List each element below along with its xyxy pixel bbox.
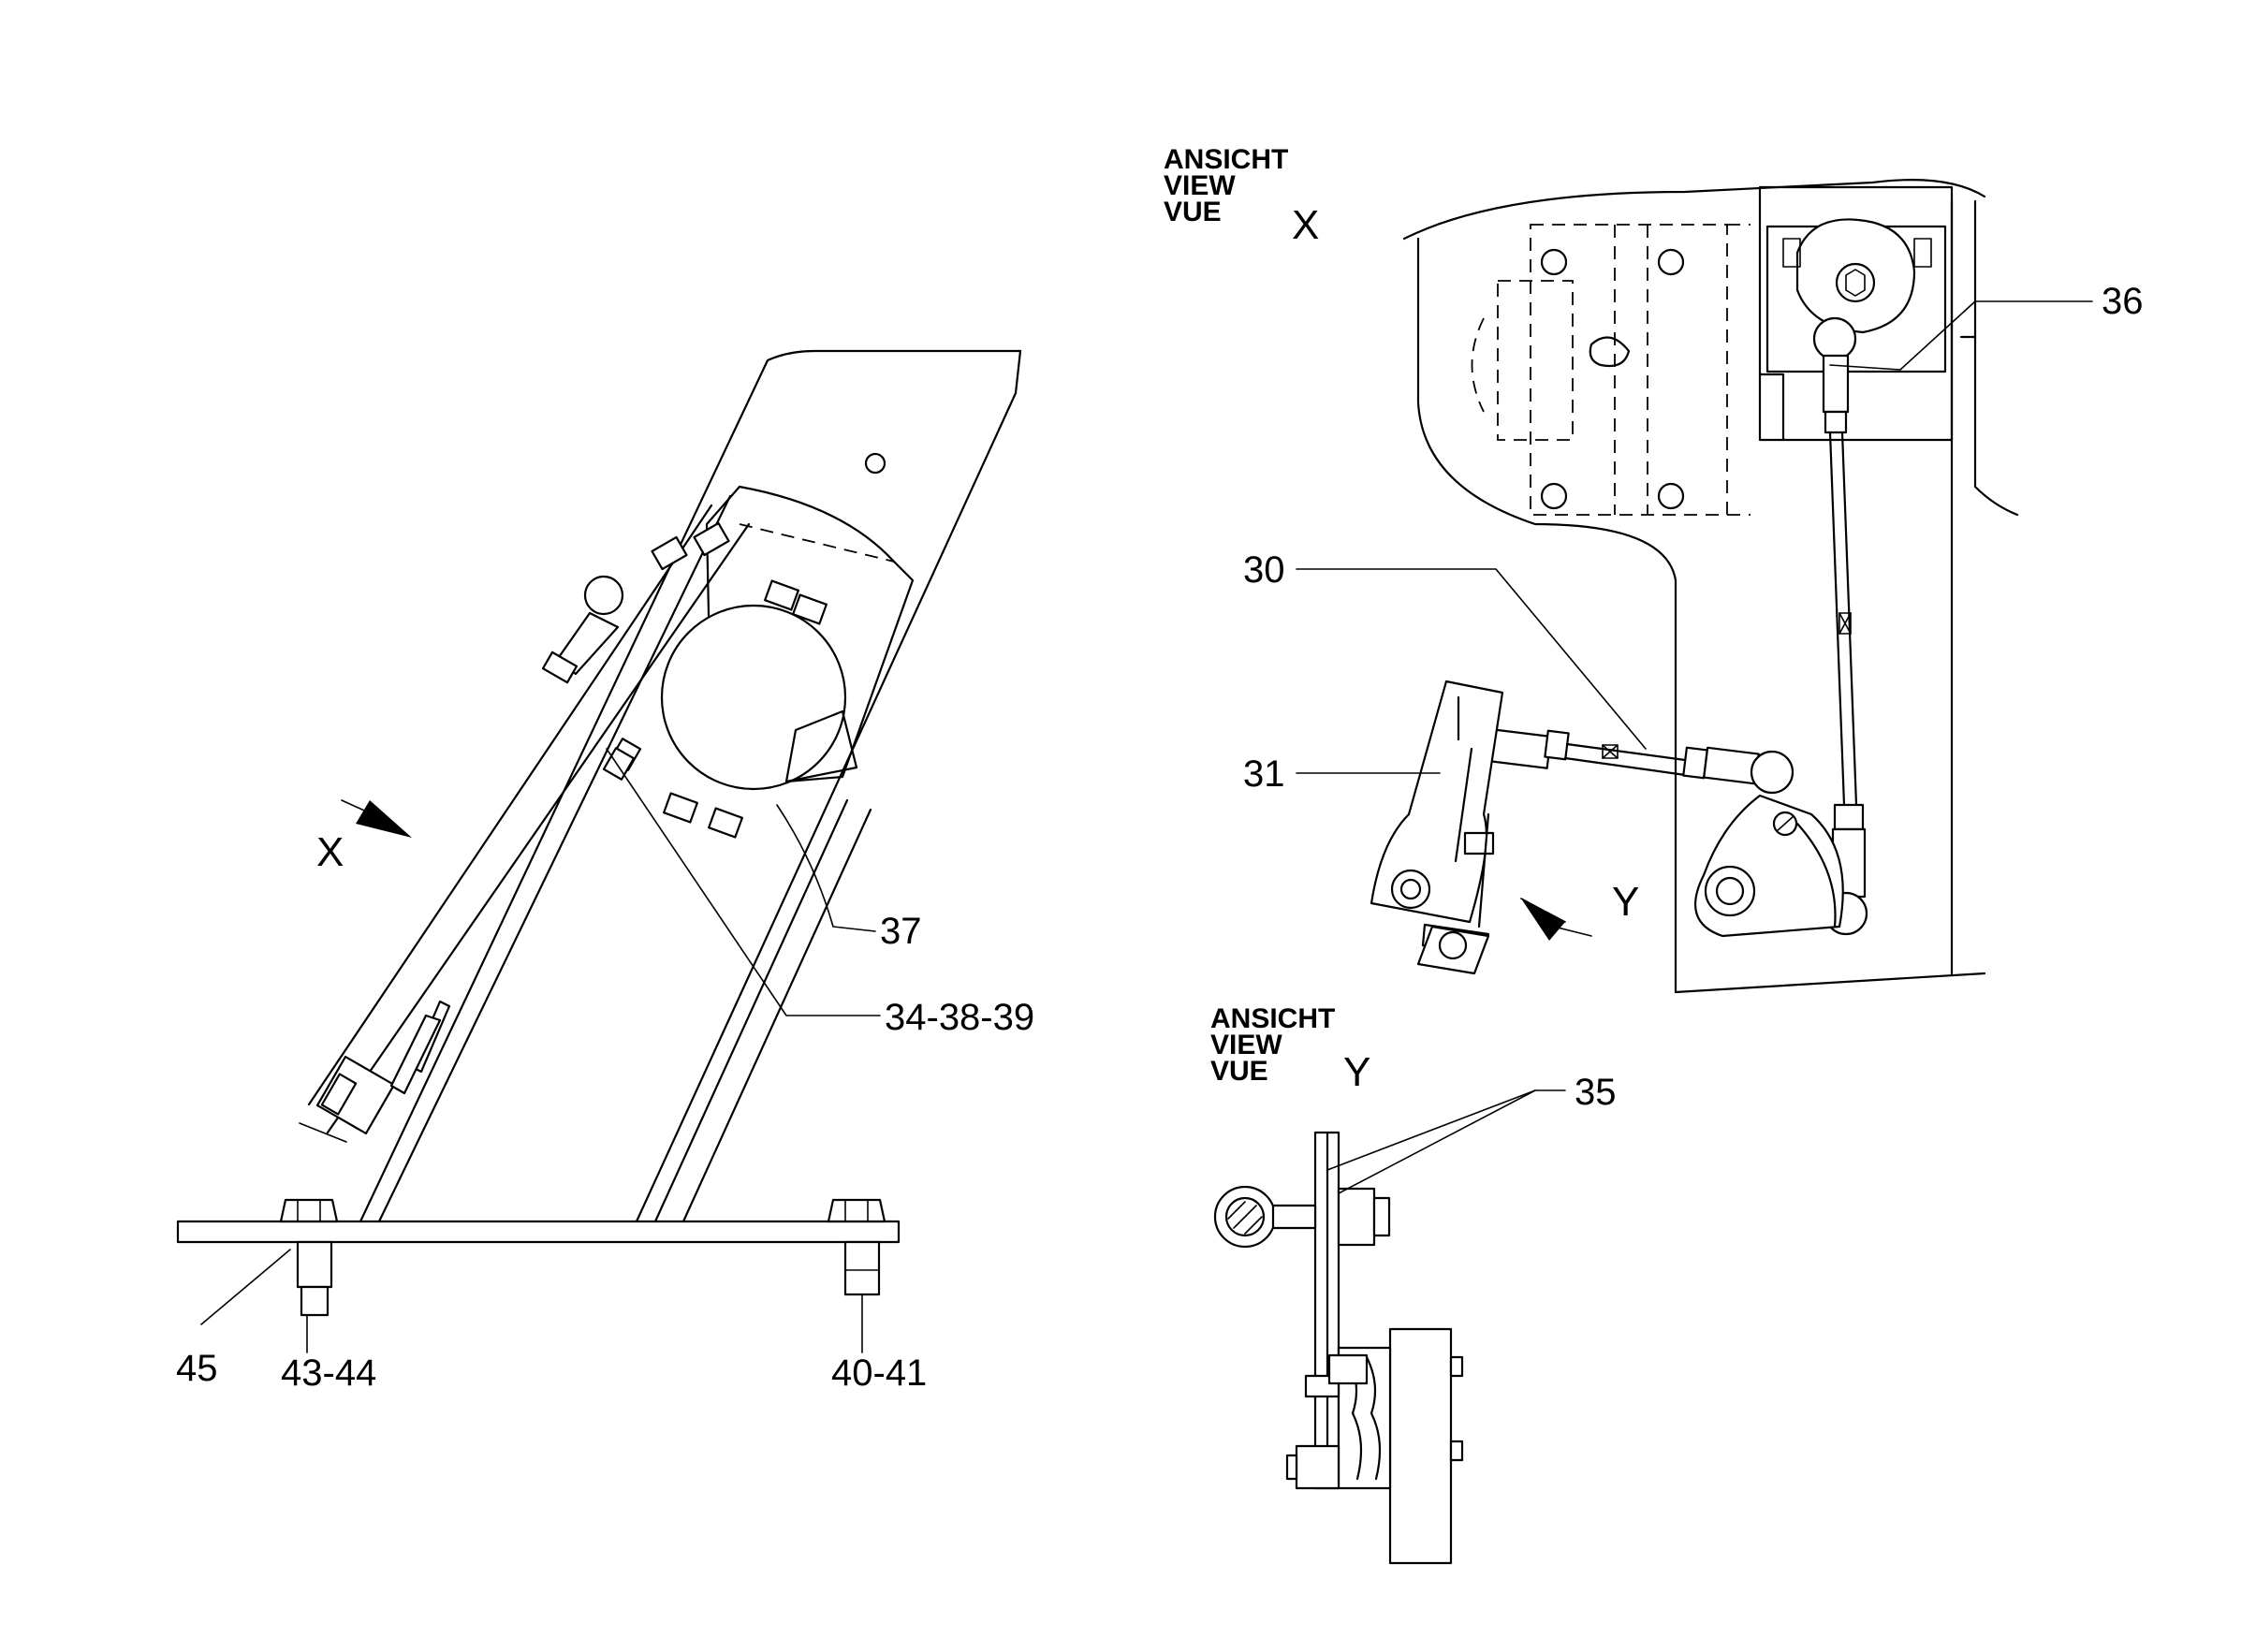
view-x-arrow: [341, 799, 412, 838]
callout-43-44: 43-44: [281, 1352, 376, 1394]
view-y-letter: Y: [1343, 1049, 1370, 1095]
callout-37: 37: [880, 911, 922, 952]
strut-bottom: [299, 1000, 451, 1143]
view-y-view: VIEW: [1210, 1030, 1282, 1060]
view-y-arrow: [1520, 898, 1592, 941]
main-assembly-view: X 37 34-38-39 45 43-44 40-41: [176, 349, 1034, 1394]
base-plate: [176, 1220, 901, 1244]
view-x-arrow-label: X: [316, 829, 344, 875]
callout-31: 31: [1243, 753, 1285, 795]
view-x-detail: ANSICHT VIEW VUE X: [1164, 144, 2144, 994]
view-y-vue: VUE: [1210, 1056, 1268, 1087]
view-x-letter: X: [1292, 202, 1319, 248]
callout-34-38-39: 34-38-39: [885, 997, 1034, 1038]
view-x-view: VIEW: [1164, 170, 1236, 201]
callout-40-41: 40-41: [831, 1352, 927, 1394]
view-x-vue: VUE: [1164, 197, 1222, 227]
view-x-ansicht: ANSICHT: [1164, 144, 1288, 175]
view-y-arrow-label: Y: [1612, 879, 1639, 925]
base-bolt-left: [279, 1198, 339, 1317]
callout-35: 35: [1575, 1072, 1617, 1113]
base-bolt-right: [827, 1198, 886, 1296]
callout-45: 45: [176, 1348, 218, 1389]
strut-top: [541, 575, 624, 684]
callout-30: 30: [1243, 549, 1285, 591]
view-y-ansicht: ANSICHT: [1210, 1003, 1335, 1034]
view-y-detail: ANSICHT VIEW VUE Y 35: [1210, 1003, 1617, 1565]
callout-36: 36: [2102, 281, 2144, 322]
motor-clamps: [602, 521, 828, 839]
